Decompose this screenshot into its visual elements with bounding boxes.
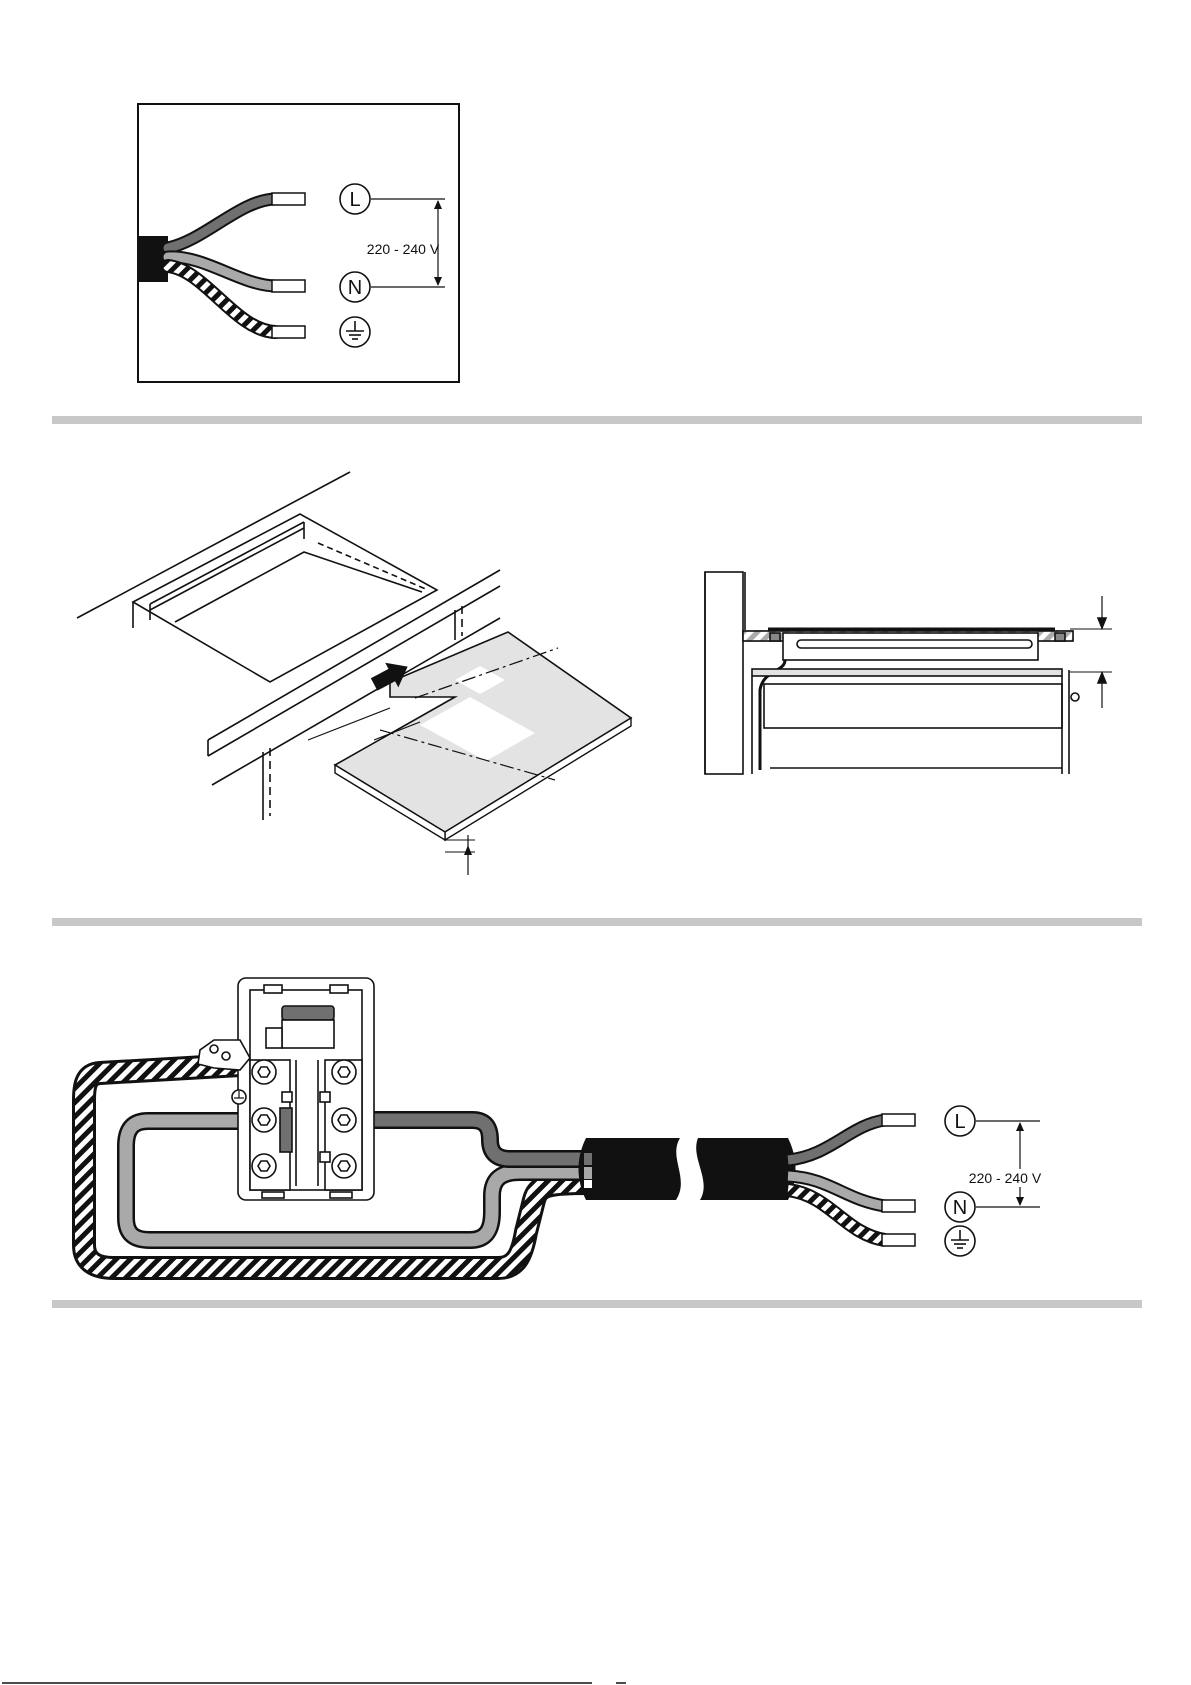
live-wire xyxy=(350,1120,590,1159)
voltage-label: 220 - 240 V xyxy=(367,241,440,257)
live-label: L xyxy=(349,189,360,211)
drawer-shelf-panel xyxy=(308,632,631,875)
neutral-label: N xyxy=(348,277,362,299)
live-label: L xyxy=(954,1111,965,1133)
figure-cable-ends: L N 220 - 240 V xyxy=(138,104,459,382)
wire-ferrules xyxy=(272,193,305,338)
earth-icon xyxy=(945,1226,975,1256)
live-wire xyxy=(168,199,275,248)
live-wire-out xyxy=(788,1120,885,1160)
neutral-label: N xyxy=(953,1197,967,1219)
voltage-label: 220 - 240 V xyxy=(969,1170,1042,1186)
cable-sheath-cut xyxy=(579,1138,796,1200)
earth-icon xyxy=(340,317,370,347)
figure-section-view xyxy=(705,572,1112,774)
figure-terminal-wiring: L N 220 - 240 V xyxy=(84,978,1042,1268)
wire-ferrules-out xyxy=(882,1114,915,1246)
